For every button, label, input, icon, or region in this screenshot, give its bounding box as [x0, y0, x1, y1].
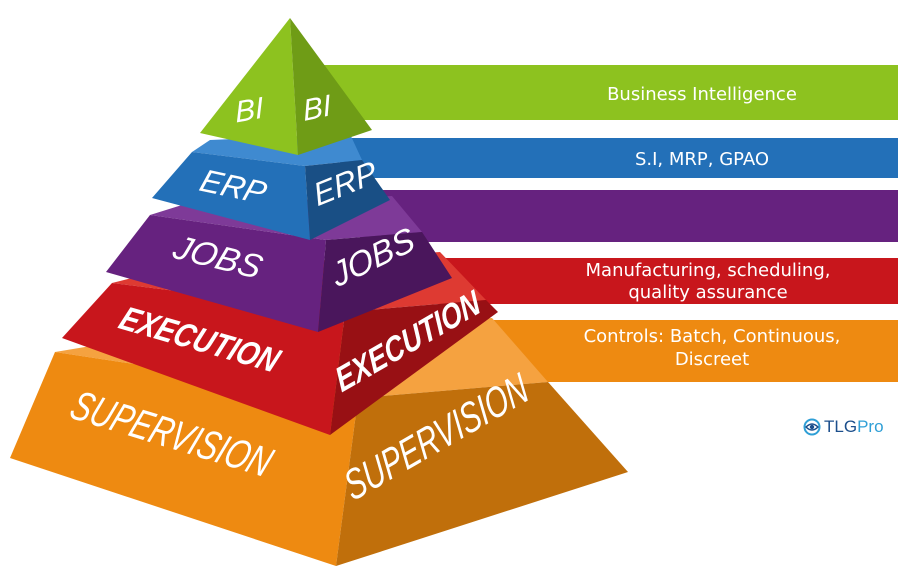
supervision-description-line1: Controls: Batch, Continuous, — [584, 326, 841, 347]
logo-text-accent: Pro — [857, 417, 884, 436]
band-jobs — [360, 190, 898, 242]
supervision-description-line2: Discreet — [675, 349, 749, 370]
layer-jobs-front — [106, 215, 326, 332]
eye-logo-icon — [803, 418, 821, 436]
layer-execution-front — [62, 283, 345, 435]
layer-execution-side — [330, 300, 498, 435]
layer-bi — [200, 18, 372, 155]
band-supervision — [470, 320, 898, 382]
bi-description: Business Intelligence — [607, 84, 797, 105]
execution-description-line2: quality assurance — [628, 282, 787, 303]
layer-bi-side — [290, 18, 372, 155]
layer-jobs-side — [318, 232, 452, 332]
band-execution — [410, 258, 898, 304]
bi-side-label: BI — [301, 89, 333, 128]
erp-description: S.I, MRP, GPAO — [635, 149, 769, 170]
bi-front-label: BI — [234, 91, 265, 129]
band-labels: Business Intelligence S.I, MRP, GPAO Man… — [584, 84, 841, 370]
execution-description-line1: Manufacturing, scheduling, — [586, 260, 831, 281]
layer-erp-front — [152, 152, 310, 240]
pyramid — [10, 18, 628, 566]
band-bi — [300, 65, 898, 120]
bands — [300, 65, 898, 382]
layer-erp-side — [305, 160, 390, 240]
band-erp — [340, 138, 898, 178]
layer-bi-front — [200, 18, 298, 155]
logo-text-main: TLG — [824, 417, 858, 436]
layer-supervision-side — [336, 382, 628, 566]
